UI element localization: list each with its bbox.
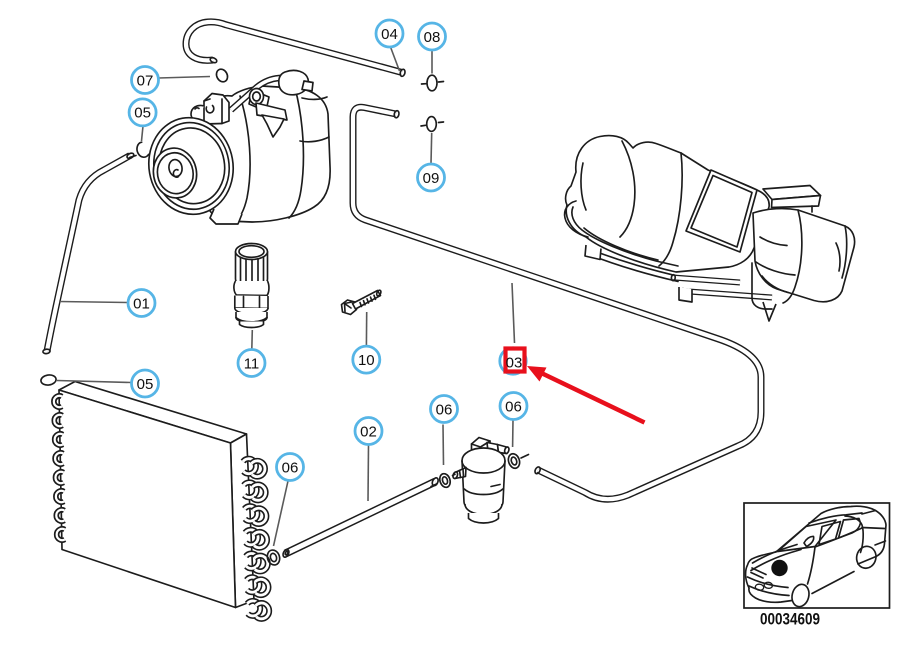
svg-text:09: 09 [423,170,440,187]
svg-text:00034609: 00034609 [760,611,820,629]
svg-text:06: 06 [436,401,453,418]
svg-text:07: 07 [137,72,154,89]
svg-text:05: 05 [137,376,154,393]
svg-text:10: 10 [358,352,375,369]
svg-text:05: 05 [134,105,151,122]
svg-text:06: 06 [282,459,299,476]
svg-text:06: 06 [505,398,522,415]
svg-text:08: 08 [424,29,441,46]
svg-text:02: 02 [360,423,377,440]
svg-text:01: 01 [133,295,150,312]
svg-text:03: 03 [506,354,523,371]
svg-text:04: 04 [381,26,398,43]
svg-text:11: 11 [244,355,260,372]
